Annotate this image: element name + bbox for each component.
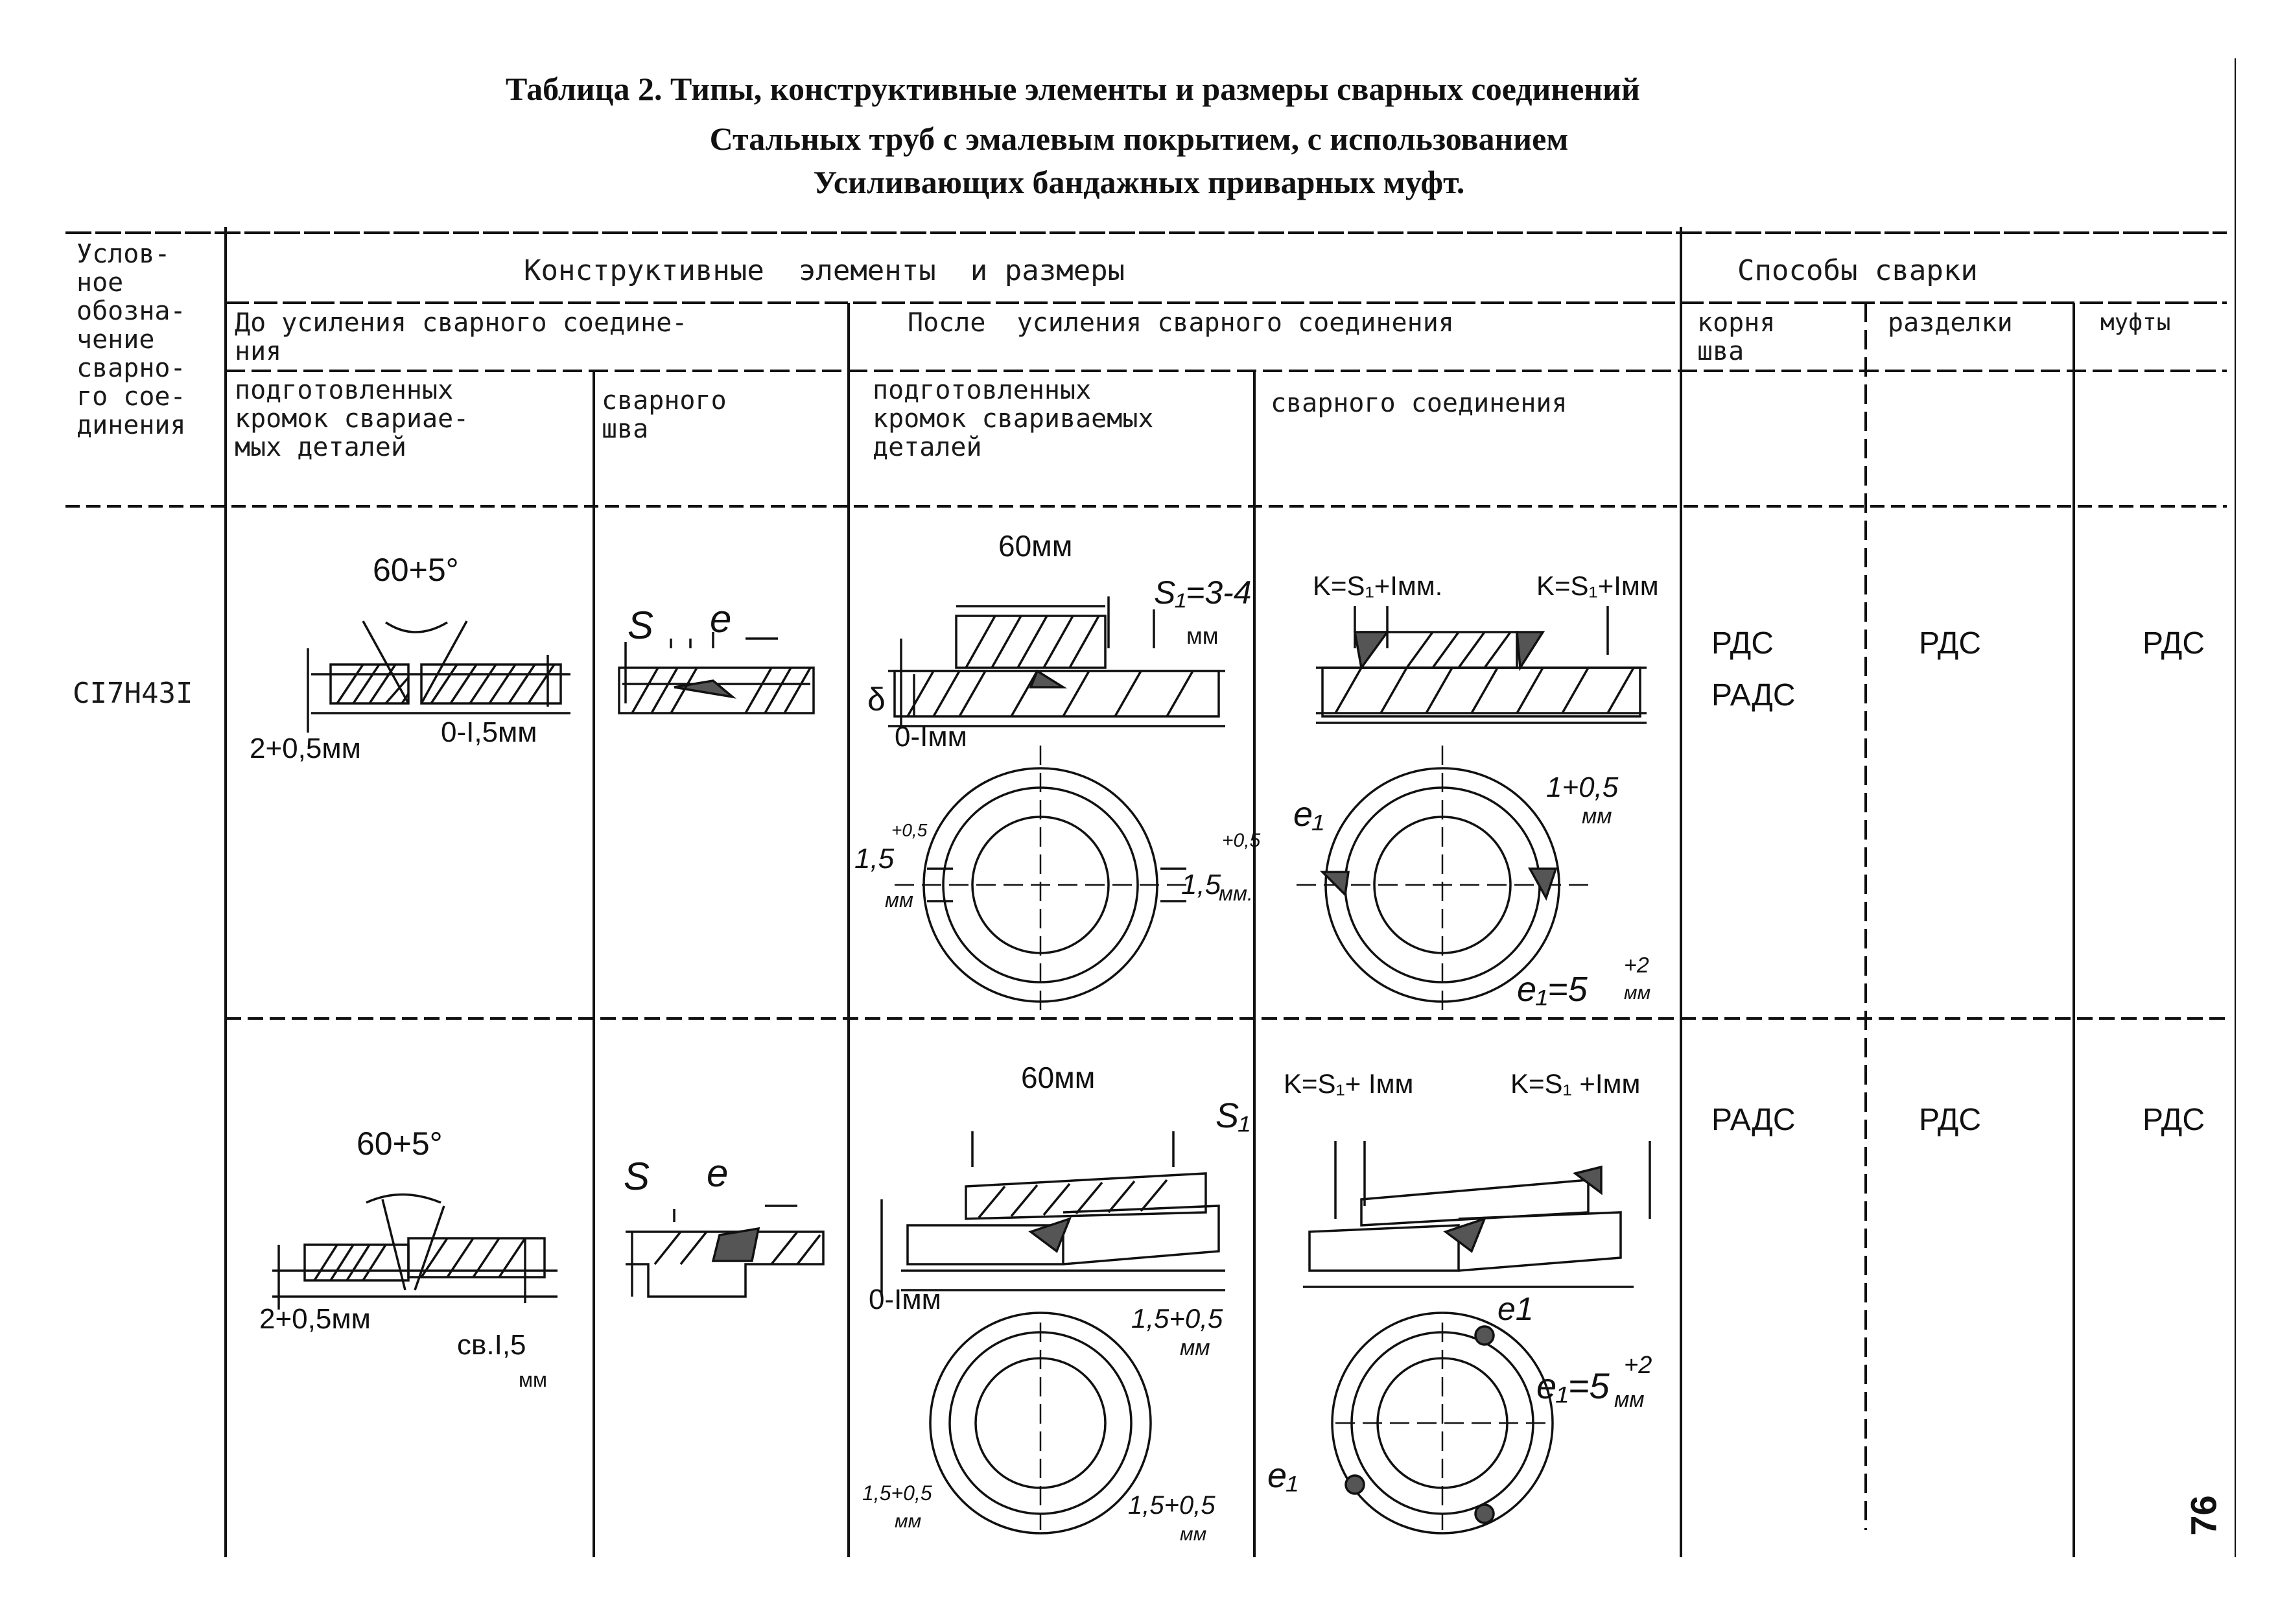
row1-delta: δ bbox=[867, 681, 886, 718]
page-number: 76 bbox=[2183, 1495, 2224, 1536]
row2-ring-bl: 1,5+0,5 bbox=[862, 1481, 932, 1505]
row2-gap2: 0-Iмм bbox=[869, 1284, 941, 1315]
row1-ring-right-tol: +0,5 bbox=[1222, 830, 1261, 851]
row1-e1-tol: +2 bbox=[1624, 953, 1649, 978]
row1-ring-right-unit: мм. bbox=[1219, 882, 1253, 905]
row2-k-left: K=S₁+ Iмм bbox=[1284, 1068, 1414, 1099]
row1-ring-left: 1,5 bbox=[854, 843, 895, 875]
row2-e1-eq: e₁=5 bbox=[1536, 1365, 1610, 1406]
row1-width: 60мм bbox=[998, 529, 1073, 563]
row1-groove-method: РДС bbox=[1919, 626, 1981, 661]
row2-root-face-unit: мм bbox=[519, 1368, 547, 1391]
header-designation: Услов- ное обозна- чение сварно- го сое-… bbox=[76, 239, 186, 440]
row2-e1-unit: мм bbox=[1614, 1387, 1645, 1412]
row2-ring-bl-unit: мм bbox=[895, 1511, 922, 1532]
row1-e1: e₁ bbox=[1293, 795, 1324, 834]
header-root: корня шва bbox=[1697, 308, 1776, 366]
table-title-line1: Таблица 2. Типы, конструктивные элементы… bbox=[506, 71, 1640, 107]
row1-e1-eq: e₁=5 bbox=[1517, 970, 1588, 1009]
row2-e1-left: e₁ bbox=[1267, 1456, 1298, 1495]
row1-root-method2: РАДС bbox=[1711, 678, 1796, 712]
row1-k-left: K=S₁+Iмм. bbox=[1313, 571, 1443, 601]
row1-angle: 60+5° bbox=[373, 552, 459, 588]
row1-tol-top: 1+0,5 bbox=[1546, 771, 1619, 803]
table-title-line2: Стальных труб с эмалевым покрытием, с ис… bbox=[709, 121, 1569, 157]
header-prepared-after: подготовленных кромок свариваемых детале… bbox=[873, 375, 1154, 462]
row1-e1-unit: мм bbox=[1624, 982, 1651, 1004]
row2-seam-s: S bbox=[624, 1155, 650, 1198]
row1-s1: S₁=3-4 bbox=[1154, 574, 1252, 611]
header-before: До усиления сварного соедине- ния bbox=[235, 308, 688, 366]
row2-e1-top: e1 bbox=[1497, 1291, 1534, 1327]
row2-sleeve-method: РДС bbox=[2143, 1103, 2205, 1137]
header-groove: разделки bbox=[1888, 308, 2013, 338]
row2-ring-top: 1,5+0,5 bbox=[1131, 1303, 1223, 1334]
row2-e1-tol: +2 bbox=[1624, 1352, 1652, 1379]
header-sleeve: муфты bbox=[2100, 309, 2171, 336]
row2-ring-br: 1,5+0,5 bbox=[1128, 1491, 1215, 1520]
header-prepared-before: подготовленных кромок свариае- мых детал… bbox=[235, 375, 469, 462]
row2-gap: 2+0,5мм bbox=[259, 1303, 371, 1335]
row1-root-face: 0-I,5мм bbox=[441, 716, 537, 748]
row1-gap2: 0-Iмм bbox=[895, 721, 967, 753]
row1-ring-left-unit: мм bbox=[885, 888, 913, 912]
row2-seam-e: e bbox=[707, 1151, 729, 1195]
row2-root-face: св.I,5 bbox=[457, 1329, 526, 1361]
header-constructive: Конструктивные элементы и размеры bbox=[524, 254, 1125, 287]
row2-angle: 60+5° bbox=[357, 1125, 443, 1162]
row1-s1-unit: мм bbox=[1186, 622, 1219, 649]
header-seam: сварного шва bbox=[602, 386, 727, 444]
row1-tol-top-unit: мм bbox=[1582, 804, 1612, 829]
row2-groove-method: РДС bbox=[1919, 1103, 1981, 1137]
row2-width: 60мм bbox=[1021, 1061, 1096, 1094]
header-methods: Способы сварки bbox=[1737, 254, 1978, 287]
table-title-line3: Усиливающих бандажных приварных муфт. bbox=[813, 164, 1465, 200]
row1-gap: 2+0,5мм bbox=[250, 733, 361, 764]
row2-k-right: K=S₁ +Iмм bbox=[1510, 1068, 1641, 1099]
row1-ring-right: 1,5 bbox=[1181, 869, 1221, 900]
header-after: После усиления сварного соединения bbox=[908, 308, 1454, 338]
row1-ring-left-tol: +0,5 bbox=[891, 820, 928, 840]
row1-root-method: РДС bbox=[1711, 626, 1774, 661]
row1-designation: CI7H43I bbox=[73, 677, 193, 710]
row1-sleeve-method: РДС bbox=[2143, 626, 2205, 661]
row1-k-right: K=S₁+Iмм bbox=[1536, 571, 1659, 601]
header-joint: сварного соединения bbox=[1271, 388, 1568, 418]
row1-plate-right bbox=[420, 663, 562, 705]
row2-ring-top-unit: мм bbox=[1180, 1336, 1210, 1360]
row1-seam-s: S bbox=[628, 604, 654, 647]
row2-s1: S₁ bbox=[1215, 1096, 1251, 1135]
row2-root-method: РАДС bbox=[1711, 1103, 1796, 1137]
row2-ring-br-unit: мм bbox=[1180, 1524, 1207, 1545]
row1-seam-e: e bbox=[710, 597, 732, 641]
